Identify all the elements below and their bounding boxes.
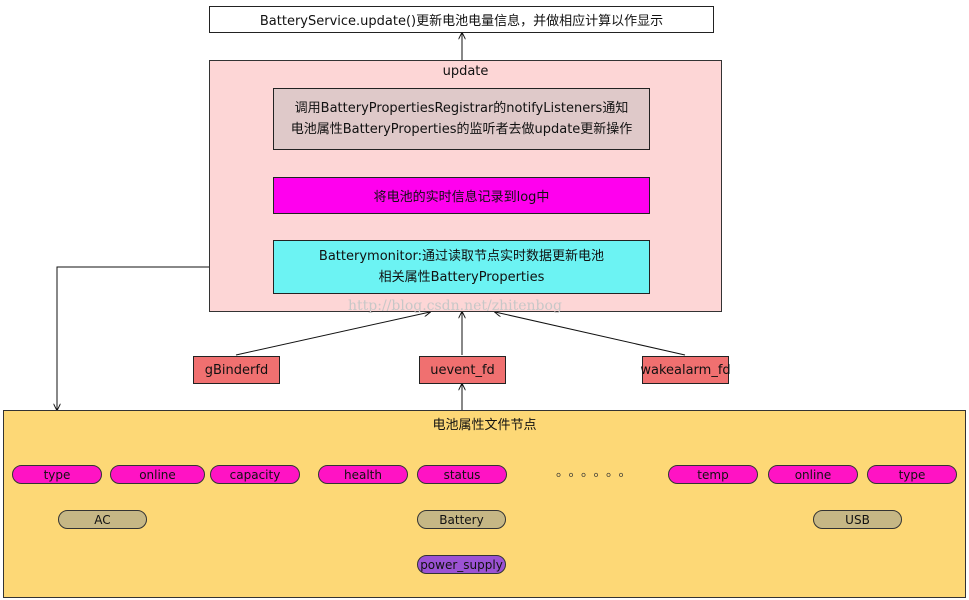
supply-battery: Battery [417,510,506,529]
battery-service-box: BatteryService.update()更新电池电量信息，并做相应计算以作… [209,6,714,33]
gbinderfd-box: gBinderfd [193,356,280,384]
monitor-line-2: 相关属性BatteryProperties [378,270,545,285]
arrow-monitor-to-nodes [57,266,273,410]
battery-nodes-title: 电池属性文件节点 [432,418,537,433]
power-supply-node: power_supply [417,555,506,574]
attr-capacity: capacity [210,465,300,484]
uevent-fd-box: uevent_fd [419,356,506,384]
arrow-gbinder-to-update [235,312,430,356]
attr-health: health [318,465,408,484]
attrs-ellipsis: 。。。。。。 [556,465,638,480]
battery-monitor-box: Batterymonitor:通过读取节点实时数据更新电池 相关属性Batter… [273,240,650,294]
update-group-title: update [442,64,489,79]
wakealarm-fd-box: wakealarm_fd [640,356,731,384]
notify-line-2: 电池属性BatteryProperties的监听者去做update更新操作 [290,122,633,137]
monitor-line-1: Batterymonitor:通过读取节点实时数据更新电池 [318,249,605,264]
attr-usb-online: online [768,465,858,484]
attr-ac-online: online [110,465,205,484]
notify-line-1: 调用BatteryPropertiesRegistrar的notifyListe… [294,101,629,116]
attr-temp: temp [668,465,758,484]
attr-status: status [417,465,507,484]
supply-ac: AC [58,510,147,529]
log-box: 将电池的实时信息记录到log中 [273,177,650,214]
watermark: http://blog.csdn.net/zhitenbog [348,298,562,314]
supply-usb: USB [813,510,902,529]
attr-ac-type: type [12,465,102,484]
attr-usb-type: type [867,465,957,484]
notify-listeners-box: 调用BatteryPropertiesRegistrar的notifyListe… [273,88,650,150]
arrow-wakealarm-to-update [495,312,686,356]
